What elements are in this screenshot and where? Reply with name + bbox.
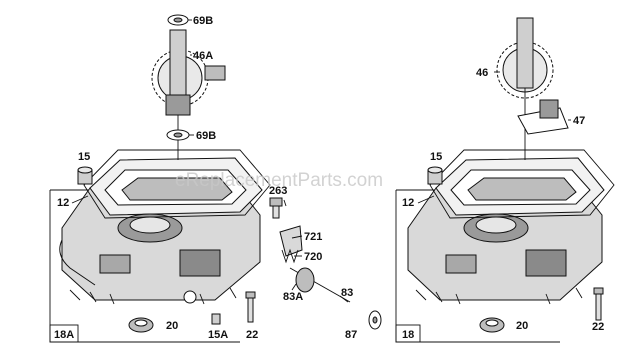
label-83a: 83A: [283, 291, 303, 303]
center-parts: 263 721 720 83 83A 87: [269, 185, 382, 341]
box-18: [395, 324, 421, 343]
label-15-right: 15: [430, 151, 442, 163]
label-20: 20: [166, 320, 178, 332]
label-87: 87: [345, 329, 357, 341]
bolt-263[interactable]: [269, 197, 283, 219]
label-263: 263: [269, 185, 287, 197]
governor-shaft-83[interactable]: [289, 267, 351, 303]
label-69b-mid: 69B: [196, 130, 216, 142]
right-plug-15[interactable]: [427, 166, 443, 185]
label-22: 22: [246, 329, 258, 341]
right-governor-47[interactable]: [517, 99, 569, 135]
label-721: 721: [304, 231, 322, 243]
label-12-right: 12: [402, 197, 414, 209]
bracket-721[interactable]: [279, 225, 303, 257]
right-gasket[interactable]: [429, 149, 615, 219]
right-bolt-22[interactable]: [593, 287, 604, 321]
left-bolt-22[interactable]: [245, 291, 256, 323]
label-720: 720: [304, 251, 322, 263]
label-15a: 15A: [208, 329, 228, 341]
label-83: 83: [341, 287, 353, 299]
label-12: 12: [57, 197, 69, 209]
right-assembly: 46 47 15 12 20 22 18: [395, 17, 615, 343]
left-assembly: 69B 46A 69B 15 12 20 15A 22 18A: [49, 14, 271, 343]
label-15: 15: [78, 151, 90, 163]
right-seal-20[interactable]: [479, 317, 505, 333]
watermark: eReplacementParts.com: [175, 170, 383, 191]
label-47: 47: [573, 115, 585, 127]
left-cam-gear[interactable]: [151, 29, 226, 160]
left-seal-20[interactable]: [128, 317, 154, 333]
label-20-right: 20: [516, 320, 528, 332]
left-gasket[interactable]: [83, 149, 271, 219]
label-22-right: 22: [592, 321, 604, 333]
label-69b-top: 69B: [193, 15, 213, 27]
label-46: 46: [476, 67, 488, 79]
left-sump-casting[interactable]: [59, 157, 263, 305]
box-18a: [49, 324, 79, 343]
right-cam-gear[interactable]: [496, 17, 554, 160]
left-plug-15[interactable]: [77, 166, 93, 185]
left-plug-15a[interactable]: [211, 313, 221, 325]
washer-87[interactable]: [368, 310, 382, 330]
label-18a: 18A: [54, 329, 74, 341]
label-46a: 46A: [193, 50, 213, 62]
right-sump-casting[interactable]: [407, 157, 605, 305]
spring-720[interactable]: [281, 248, 299, 264]
label-18: 18: [402, 329, 414, 341]
